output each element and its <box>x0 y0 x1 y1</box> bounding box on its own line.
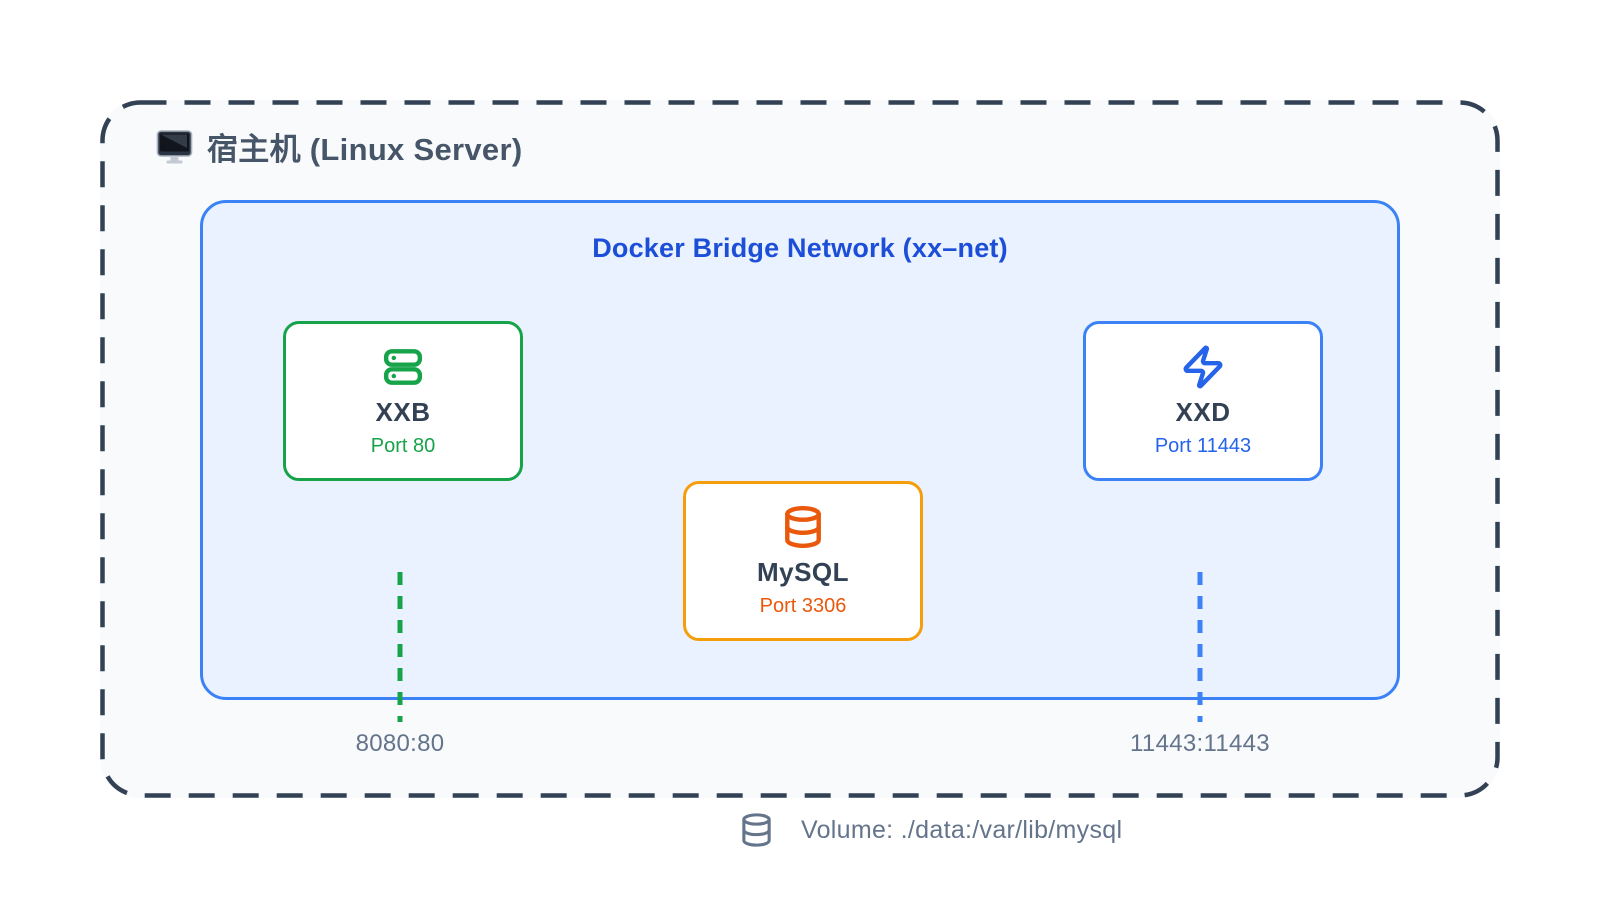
volume-label: Volume: ./data:/var/lib/mysql <box>801 815 1123 844</box>
container-port: Port 11443 <box>1154 435 1252 457</box>
container-name: XXD <box>1175 397 1231 427</box>
host-box: 宿主机 (Linux Server) Docker Bridge Network… <box>100 100 1500 798</box>
monitor-icon <box>156 129 193 164</box>
container-port: Port 80 <box>370 435 436 457</box>
volume-row: Volume: ./data:/var/lib/mysql <box>738 810 1122 850</box>
port-mapping-line-xxb <box>397 572 403 722</box>
port-mapping-label: 11443:11443 <box>1130 730 1270 757</box>
database-icon <box>738 810 775 850</box>
container-card-xxb: XXB Port 80 <box>283 321 523 481</box>
port-mapping-line-xxd <box>1197 572 1203 722</box>
container-name: XXB <box>375 397 431 427</box>
database-icon <box>780 504 826 550</box>
container-card-xxd: XXD Port 11443 <box>1083 321 1323 481</box>
zap-icon <box>1180 344 1226 390</box>
docker-network-box: Docker Bridge Network (xx–net) XXB Port … <box>200 200 1400 700</box>
network-title: Docker Bridge Network (xx–net) <box>592 233 1008 263</box>
port-mapping-label: 8080:80 <box>355 730 445 757</box>
host-title-label: 宿主机 (Linux Server) <box>207 132 523 167</box>
container-card-mysql: MySQL Port 3306 <box>683 481 923 641</box>
server-icon <box>380 344 426 390</box>
host-title: 宿主机 (Linux Server) <box>156 124 522 169</box>
container-port: Port 3306 <box>759 595 847 617</box>
container-name: MySQL <box>756 557 850 587</box>
